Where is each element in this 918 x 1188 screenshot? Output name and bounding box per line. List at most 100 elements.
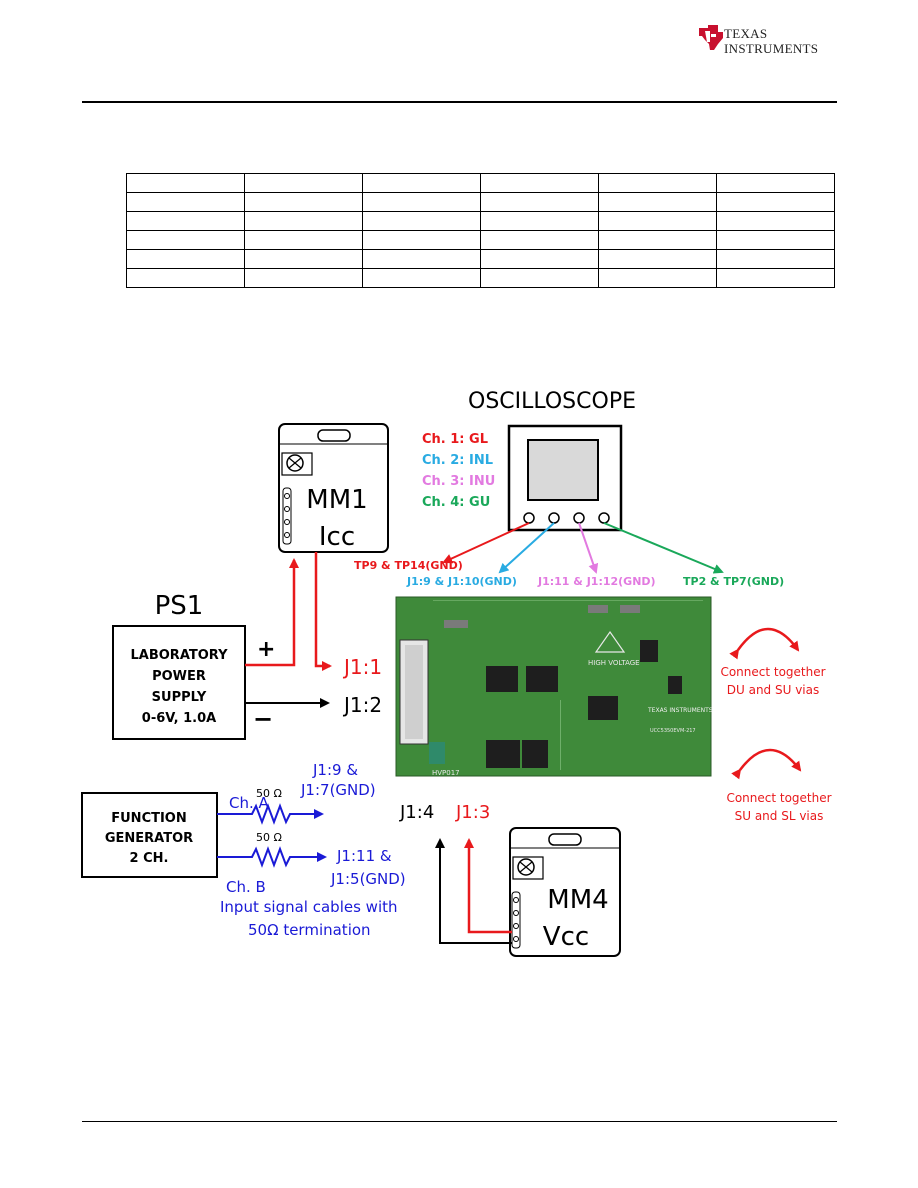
ps1-line-1: LABORATORY (131, 648, 229, 663)
table-cell (244, 230, 363, 250)
ps1-line-3: SUPPLY (152, 690, 207, 705)
fg-res-b: 50 Ω (256, 831, 282, 844)
ti-logo (696, 22, 836, 52)
header-rule (82, 101, 837, 103)
ti-logo-line2: INSTRUMENTS (724, 41, 819, 56)
probe-lead-3 (578, 522, 599, 574)
fg-dest-a-2: J1:7(GND) (300, 781, 376, 799)
table-cell (598, 268, 717, 288)
fg-dest-b-1: J1:11 & (336, 847, 392, 865)
table-cell (480, 211, 599, 231)
fg-line-1: FUNCTION (111, 811, 187, 826)
table-cell (244, 192, 363, 212)
fg-dest-b-2: J1:5(GND) (330, 870, 406, 888)
table-cell (480, 249, 599, 269)
fg-ch-a: Ch. A (229, 794, 270, 812)
via-note-sl-1: Connect together (726, 791, 831, 805)
table-cell (716, 192, 835, 212)
wire-ch-a (217, 803, 324, 825)
wire-mm1-to-j1-1 (314, 552, 332, 671)
table-cell (598, 211, 717, 231)
mm4-name: MM4 (547, 885, 608, 915)
osc-port-1 (523, 512, 535, 524)
wire-ps-to-mm1 (245, 558, 299, 667)
table-cell (126, 211, 245, 231)
osc-port-2 (548, 512, 560, 524)
label-j1-1: J1:1 (342, 655, 382, 679)
table-row (126, 249, 835, 269)
evm-board (395, 596, 712, 777)
ti-logo-icon (699, 25, 723, 50)
ps1-line-2: POWER (152, 669, 206, 684)
fg-line-3: 2 CH. (130, 851, 169, 866)
table-cell (362, 268, 481, 288)
oscilloscope-title: OSCILLOSCOPE (468, 389, 636, 414)
test-setup-diagram: OSCILLOSCOPE Ch. 1: GL Ch. 2: INL Ch. 3:… (81, 389, 832, 957)
oscilloscope-screen (527, 439, 599, 501)
mm1-quantity: Icc (319, 522, 355, 552)
table-cell (126, 173, 245, 193)
table-cell (598, 192, 717, 212)
table-cell (598, 230, 717, 250)
label-j1-2: J1:2 (342, 693, 382, 717)
osc-port-4 (598, 512, 610, 524)
table-cell (716, 173, 835, 193)
table-cell (598, 249, 717, 269)
table-row (126, 211, 835, 231)
wire-ch-b (217, 846, 327, 868)
table-cell (598, 173, 717, 193)
osc-channel-3-label: Ch. 3: INU (422, 474, 495, 489)
table-cell (362, 230, 481, 250)
ps1-line-4: 0-6V, 1.0A (142, 711, 216, 726)
via-note-sl-2: SU and SL vias (735, 809, 824, 823)
board-id: HVP017 (432, 769, 460, 777)
table-row (126, 173, 835, 193)
table-cell (716, 230, 835, 250)
table-cell (244, 268, 363, 288)
fg-line-2: GENERATOR (105, 831, 193, 846)
ps1-minus: − (253, 705, 273, 733)
function-generator-box (81, 792, 218, 878)
mm4-multimeter (509, 827, 621, 957)
osc-channel-1-label: Ch. 1: GL (422, 432, 488, 447)
via-arc-su-sl (731, 748, 802, 780)
table-cell (716, 211, 835, 231)
osc-channel-4-label: Ch. 4: GU (422, 495, 490, 510)
table-cell (244, 211, 363, 231)
wire-mm4-to-j1-4 (435, 838, 512, 944)
table-cell (480, 173, 599, 193)
table-row (126, 230, 835, 250)
probe-label-4: TP2 & TP7(GND) (683, 575, 784, 588)
via-note-du-2: DU and SU vias (727, 683, 819, 697)
via-note-du-1: Connect together (720, 665, 825, 679)
mm1-name: MM1 (306, 485, 367, 515)
probe-lead-4 (603, 522, 724, 574)
mm4-quantity: Vcc (543, 922, 589, 952)
board-hv-label: HIGH VOLTAGE (588, 659, 640, 667)
power-supply-box (112, 625, 246, 740)
table-cell (480, 192, 599, 212)
wire-mm4-to-j1-3 (464, 838, 512, 934)
label-j1-4: J1:4 (399, 802, 434, 823)
table-cell (480, 268, 599, 288)
table-cell (126, 249, 245, 269)
table-row (126, 192, 835, 212)
mm1-multimeter (278, 423, 389, 553)
table-cell (716, 268, 835, 288)
footer-rule (82, 1121, 837, 1122)
fg-note-1: Input signal cables with (220, 898, 398, 916)
via-arc-du-su (729, 627, 800, 660)
table-cell (362, 211, 481, 231)
fg-note-2: 50Ω termination (248, 921, 371, 939)
probe-lead-2 (498, 522, 555, 574)
ti-logo-line1: TEXAS (724, 26, 768, 41)
board-model: UCC5350EVM-217 (650, 728, 696, 734)
fg-res-a: 50 Ω (256, 787, 282, 800)
table-cell (716, 249, 835, 269)
table-cell (362, 173, 481, 193)
osc-channel-2-label: Ch. 2: INL (422, 453, 493, 468)
probe-label-3: J1:11 & J1:12(GND) (537, 575, 656, 588)
table-cell (362, 249, 481, 269)
table-cell (244, 249, 363, 269)
table-cell (362, 192, 481, 212)
